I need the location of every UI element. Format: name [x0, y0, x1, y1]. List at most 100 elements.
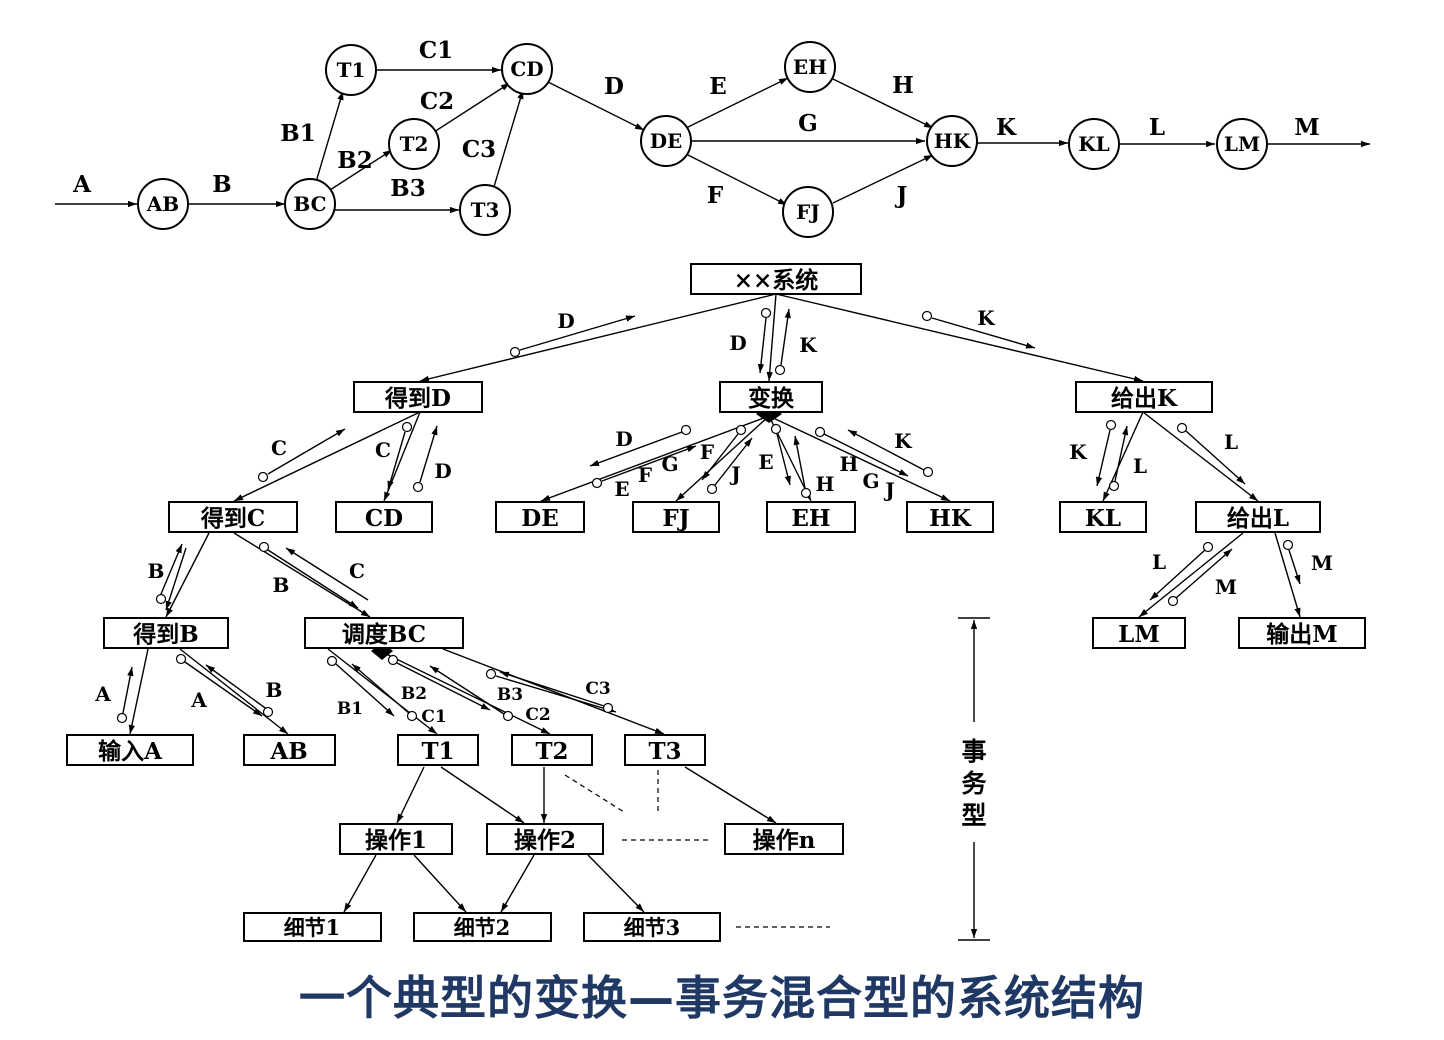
svg-text:J: J: [883, 478, 894, 502]
svg-text:务: 务: [961, 769, 986, 798]
flow-edge-c2: [433, 82, 511, 133]
flow-edge-label: J: [895, 182, 908, 209]
svg-text:调度BC: 调度BC: [342, 621, 426, 648]
module-box: HK: [906, 501, 994, 533]
svg-text:输出M: 输出M: [1266, 621, 1337, 648]
svg-text:B1: B1: [337, 699, 363, 719]
flow-edge-j: [832, 154, 934, 204]
svg-text:HK: HK: [934, 129, 971, 153]
svg-text:事: 事: [961, 737, 986, 766]
flow-edge-label: B: [212, 171, 231, 198]
flow-edge-e: [685, 77, 789, 129]
flow-edge-label: E: [709, 73, 727, 100]
svg-text:M: M: [1215, 575, 1237, 599]
svg-text:AB: AB: [146, 192, 179, 216]
svg-text:KL: KL: [1085, 505, 1121, 532]
svg-text:A: A: [190, 688, 207, 712]
svg-text:LM: LM: [1224, 132, 1260, 156]
svg-text:H: H: [840, 452, 859, 476]
svg-text:G: G: [862, 469, 879, 493]
svg-text:K: K: [894, 429, 912, 453]
svg-text:T3: T3: [471, 198, 500, 222]
flow-edge-label: C2: [420, 88, 454, 115]
svg-text:FJ: FJ: [796, 200, 820, 224]
module-box: 给出L: [1195, 501, 1321, 533]
flow-node-hk: HK: [926, 115, 978, 167]
svg-text:B: B: [148, 559, 165, 583]
svg-text:L: L: [1152, 550, 1166, 574]
svg-text:××系统: ××系统: [734, 267, 819, 294]
svg-text:AB: AB: [269, 738, 307, 765]
svg-text:B3: B3: [497, 685, 523, 705]
svg-text:F: F: [700, 440, 714, 464]
svg-text:CD: CD: [510, 57, 543, 81]
module-box: 操作n: [724, 823, 844, 855]
svg-text:D: D: [557, 309, 574, 333]
module-box: 操作1: [339, 823, 453, 855]
module-box: T3: [624, 734, 706, 766]
flow-node-kl: KL: [1068, 118, 1120, 170]
module-box: 输出M: [1238, 617, 1366, 649]
module-box: EH: [766, 501, 856, 533]
svg-text:C3: C3: [585, 679, 610, 699]
flow-edge-label: H: [892, 72, 914, 99]
svg-text:操作n: 操作n: [753, 827, 816, 854]
svg-text:L: L: [1224, 430, 1238, 454]
svg-text:得到B: 得到B: [132, 621, 198, 648]
svg-text:L: L: [1133, 454, 1147, 478]
module-box: 变换: [719, 381, 823, 413]
svg-text:细节2: 细节2: [454, 915, 511, 940]
module-box: T2: [511, 734, 593, 766]
flow-edge-b2: [329, 149, 393, 191]
module-box: 得到B: [103, 617, 229, 649]
flow-edge-label: G: [798, 110, 818, 137]
module-box: 给出K: [1075, 381, 1213, 413]
svg-text:C: C: [271, 436, 287, 460]
svg-text:C1: C1: [421, 707, 446, 727]
svg-text:型: 型: [961, 801, 986, 830]
module-box: CD: [335, 501, 433, 533]
svg-text:D: D: [729, 331, 746, 355]
flow-edge-label: B3: [390, 175, 425, 202]
module-box: ××系统: [690, 263, 862, 295]
flow-edge-label: K: [996, 114, 1017, 141]
svg-text:得到C: 得到C: [200, 505, 265, 532]
flow-node-bc: BC: [284, 178, 336, 230]
flow-node-ab: AB: [137, 178, 189, 230]
flow-node-t2: T2: [388, 118, 440, 170]
svg-text:EH: EH: [791, 505, 830, 532]
svg-text:E: E: [758, 450, 773, 474]
flow-edge-label: M: [1294, 114, 1319, 141]
flow-edge-b1: [315, 90, 344, 183]
svg-text:细节1: 细节1: [284, 915, 341, 940]
data-couples: [116, 307, 1301, 724]
module-box: 得到D: [353, 381, 483, 413]
svg-text:得到D: 得到D: [384, 385, 451, 412]
flow-graph: A B B1 B2 B3 C1 C2 C3 D E G F H J K L M …: [55, 37, 1370, 238]
svg-text:T2: T2: [400, 132, 429, 156]
flow-edge-label: B1: [280, 120, 315, 147]
svg-text:操作1: 操作1: [365, 827, 427, 854]
flow-edge-c3: [492, 89, 524, 191]
module-box: T1: [397, 734, 479, 766]
svg-text:F: F: [638, 463, 652, 487]
tree-connectors: [128, 293, 1301, 928]
svg-text:EH: EH: [793, 55, 827, 79]
svg-text:G: G: [661, 452, 678, 476]
module-box: FJ: [632, 501, 720, 533]
svg-text:D: D: [434, 459, 451, 483]
structure-chart: D D K K C C D D E F G F J E H H G J K K …: [66, 263, 1366, 942]
svg-text:T1: T1: [421, 738, 454, 765]
module-box: DE: [495, 501, 585, 533]
svg-text:C: C: [349, 559, 365, 583]
modules: ××系统 得到D 变换 给出K 得到C CD DE FJ EH HK KL 给出…: [66, 263, 1366, 942]
svg-text:E: E: [614, 477, 629, 501]
svg-text:给出L: 给出L: [1227, 505, 1289, 532]
module-box: KL: [1059, 501, 1147, 533]
svg-text:KL: KL: [1078, 132, 1109, 156]
svg-text:DE: DE: [650, 129, 683, 153]
svg-text:H: H: [816, 472, 835, 496]
svg-text:LM: LM: [1118, 621, 1160, 648]
flow-edge-label: A: [72, 171, 92, 198]
module-box: 得到C: [168, 501, 298, 533]
